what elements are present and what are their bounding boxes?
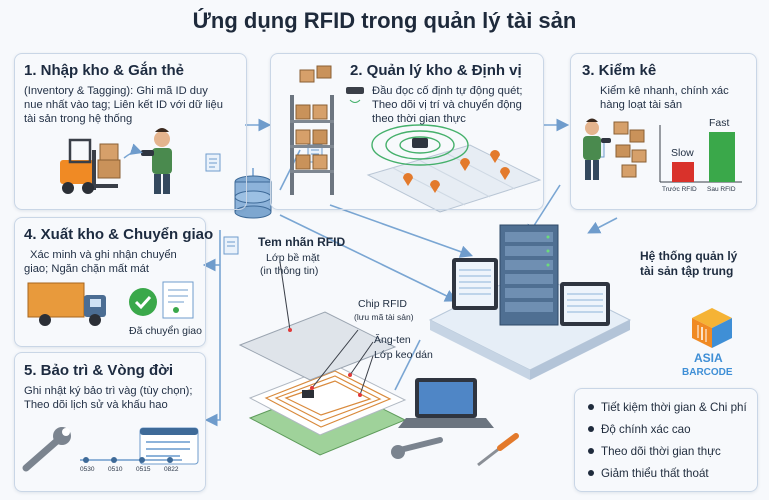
bar-after-rfid	[709, 132, 735, 182]
tag-adhesive: Lớp keo dán	[374, 349, 433, 361]
warehouse-line-3: theo thời gian thực	[372, 113, 466, 125]
tag-chip-line-2: (lưu mã tài sản)	[354, 312, 414, 322]
monitor-icon	[452, 258, 498, 310]
boxes-icon	[613, 121, 647, 178]
audit-line-2: hàng loạt tài sản	[600, 99, 683, 111]
server-rack-icon	[499, 224, 559, 326]
dispatch-line-1: Xác minh và ghi nhận chuyển	[30, 249, 177, 261]
tag-title: Tem nhãn RFID	[258, 235, 346, 249]
inventory-line-1: (Inventory & Tagging): Ghi mã ID duy	[24, 85, 208, 97]
brand-bottom: BARCODE	[682, 367, 733, 378]
rfid-reader-icon	[412, 138, 428, 148]
asia-barcode-logo	[692, 308, 732, 348]
document-icon	[205, 153, 221, 172]
panel-warehouse	[270, 53, 544, 210]
system-label-line-2: tài sản tập trung	[640, 264, 734, 278]
panel-dispatch	[14, 217, 206, 347]
comparison-chart	[659, 125, 742, 183]
maintenance-title: 5. Bảo trì & Vòng đời	[24, 362, 174, 379]
system-label-line-1: Hệ thống quản lý	[640, 249, 738, 263]
location-pin-icon	[403, 150, 510, 193]
tag-surface-line-2: (in thông tin)	[260, 265, 319, 277]
timeline-label: 0515	[136, 466, 151, 473]
bullet-icon	[588, 425, 594, 432]
maintenance-line-2: Theo dõi lịch sử và khấu hao	[24, 399, 168, 411]
panel-audit	[570, 53, 757, 210]
timeline-label: 0530	[80, 466, 95, 473]
chart-label-after: Sau RFID	[707, 186, 736, 193]
page-title: Ứng dụng RFID trong quản lý tài sản	[192, 8, 577, 33]
lifecycle-timeline	[80, 457, 182, 463]
dispatch-title: 4. Xuất kho & Chuyển giao	[24, 226, 214, 243]
benefit-item: Giảm thiểu thất thoát	[588, 467, 709, 480]
maintenance-line-1: Ghi nhật ký bảo trì vàg (tùy chọn);	[24, 385, 193, 397]
tag-surface-line-1: Lớp bề mặt	[266, 252, 320, 264]
audit-title: 3. Kiểm kê	[582, 62, 657, 79]
wrench-icon	[22, 427, 71, 472]
panel-maintenance	[14, 352, 206, 492]
database-icon	[234, 175, 272, 219]
rfid-tag-icon	[346, 87, 364, 103]
warehouse-line-2: Theo dõi vị trí và chuyển động	[372, 99, 522, 111]
monitor-icon	[560, 282, 610, 326]
tag-chip-line-1: Chip RFID	[358, 298, 408, 310]
timeline-label: 0510	[108, 466, 123, 473]
maintenance-log-window	[139, 427, 199, 465]
inventory-title: 1. Nhập kho & Gắn thẻ	[24, 62, 185, 79]
benefit-item: Tiết kiệm thời gian & Chi phí	[588, 401, 747, 414]
timeline-label: 0822	[164, 466, 179, 473]
chart-label-fast: Fast	[709, 117, 730, 129]
bullet-icon	[588, 469, 594, 476]
warehouse-line-1: Đầu đọc cố định tự động quét;	[372, 85, 523, 97]
brand-top: ASIA	[694, 351, 723, 365]
chart-label-before: Trước RFID	[662, 186, 697, 193]
check-circle-icon	[129, 288, 157, 316]
rfid-chip	[302, 390, 314, 398]
delivery-note-icon	[162, 281, 194, 319]
panel-benefits	[574, 388, 758, 492]
benefit-item: Theo dõi thời gian thực	[588, 445, 721, 458]
audit-line-1: Kiểm kê nhanh, chính xác	[600, 85, 729, 97]
dispatch-line-2: giao; Ngăn chặn mất mát	[24, 263, 149, 275]
laptop-icon	[398, 378, 494, 428]
worker-with-scanner-icon	[141, 128, 172, 194]
warehouse-title: 2. Quản lý kho & Định vị	[350, 62, 522, 79]
document-icon	[223, 236, 239, 255]
panel-inventory	[14, 53, 247, 210]
tag-antenna: Ăng-ten	[374, 334, 411, 346]
surface-layer	[238, 311, 397, 381]
bullet-icon	[588, 403, 594, 410]
inventory-line-2: nue nhất vào tag; Liên kết ID với dữ liệ…	[24, 99, 223, 111]
screwdriver-icon	[477, 433, 519, 467]
rfid-reader-waves-icon	[371, 124, 469, 166]
wrench-tool-icon	[391, 437, 443, 459]
bar-before-rfid	[672, 162, 694, 182]
benefit-item: Độ chính xác cao	[588, 423, 691, 436]
chart-label-slow: Slow	[671, 147, 694, 159]
warehouse-shelf-icon	[290, 65, 334, 195]
truck-icon	[27, 282, 106, 326]
inventory-line-3: tài sản trong hệ thống	[24, 113, 133, 125]
auditor-with-scanner-icon	[583, 118, 611, 180]
forklift-icon	[60, 138, 121, 194]
dispatch-status: Đã chuyển giao	[129, 325, 202, 337]
bullet-icon	[588, 447, 594, 454]
